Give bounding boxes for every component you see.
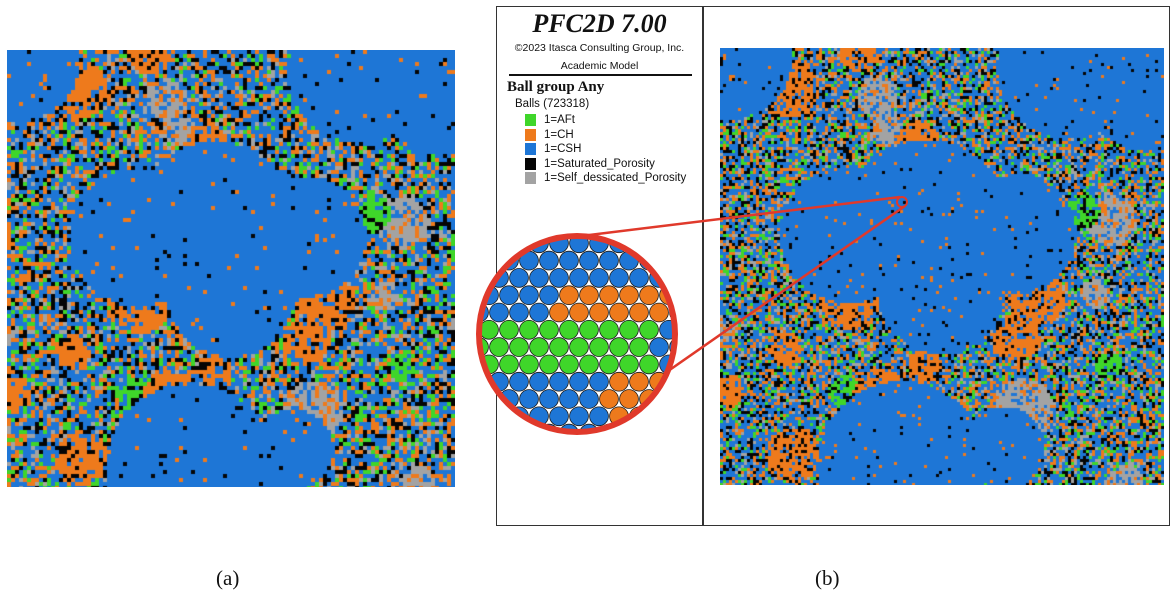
microstructure-image-a (7, 50, 455, 487)
particle (479, 236, 489, 254)
legend: 1=AFt 1=CH 1=CSH 1=Saturated_Porosity 1=… (525, 113, 686, 186)
microstructure-image-b (720, 48, 1164, 485)
panel-divider (702, 7, 704, 525)
title-divider (509, 74, 692, 76)
legend-swatch (525, 143, 536, 156)
legend-ball-count: Balls (723318) (515, 98, 590, 110)
legend-title: Ball group Any (507, 79, 605, 95)
particle (460, 355, 479, 374)
pfc-copyright: ©2023 Itasca Consulting Group, Inc. (514, 42, 685, 54)
caption-b: (b) (815, 566, 840, 590)
pfc-title: PFC2D 7.00 (532, 9, 667, 38)
particle (479, 371, 489, 392)
particle (479, 302, 489, 323)
legend-item-label: 1=Self_dessicated_Porosity (544, 172, 687, 185)
legend-item-label: 1=Saturated_Porosity (544, 157, 655, 170)
pfc-model-label: Academic Model (560, 60, 639, 72)
legend-item-self-dessicated-porosity: 1=Self_dessicated_Porosity (525, 171, 686, 186)
legend-item-ch: 1=CH (525, 128, 686, 143)
particle (460, 320, 479, 339)
legend-item-aft: 1=AFt (525, 113, 686, 128)
legend-item-csh: 1=CSH (525, 142, 686, 157)
particle (460, 251, 479, 270)
legend-swatch (525, 172, 536, 185)
particle (460, 390, 479, 409)
legend-item-label: 1=CSH (544, 143, 582, 156)
legend-item-label: 1=AFt (544, 114, 576, 127)
particle (460, 424, 479, 443)
legend-swatch (525, 114, 536, 127)
particle (460, 217, 479, 236)
caption-a: (a) (216, 566, 240, 590)
particle (479, 337, 489, 357)
particle (460, 286, 479, 305)
legend-item-label: 1=CH (544, 128, 574, 141)
particle (479, 406, 489, 427)
particle (479, 268, 489, 288)
legend-item-saturated-porosity: 1=Saturated_Porosity (525, 157, 686, 172)
legend-swatch (525, 128, 536, 141)
legend-swatch (525, 157, 536, 170)
